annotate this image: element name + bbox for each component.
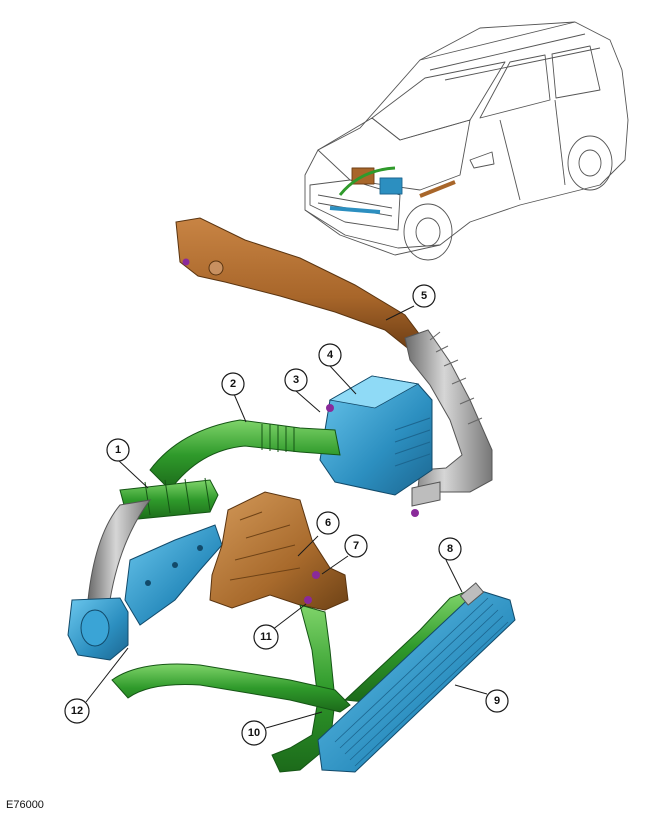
callout-11: 11 <box>253 624 279 650</box>
air-intake-hose <box>149 419 341 491</box>
callout-5: 5 <box>412 284 436 308</box>
svg-text:5: 5 <box>421 290 427 302</box>
svg-text:11: 11 <box>260 631 272 643</box>
svg-text:7: 7 <box>353 540 359 552</box>
vehicle-locator-illustration <box>304 21 629 261</box>
svg-text:1: 1 <box>115 444 121 456</box>
callout-7: 7 <box>344 534 368 558</box>
svg-text:8: 8 <box>447 543 453 555</box>
exhaust-manifold <box>124 524 223 626</box>
callout-12: 12 <box>64 698 90 724</box>
figure-reference-id: E76000 <box>6 799 44 811</box>
callout-2: 2 <box>221 372 245 396</box>
callout-6: 6 <box>316 511 340 535</box>
svg-text:2: 2 <box>230 378 236 390</box>
svg-text:12: 12 <box>71 705 83 717</box>
intercooler <box>317 582 516 773</box>
turbocharger <box>67 597 129 661</box>
air-cleaner-box <box>319 375 441 517</box>
svg-text:10: 10 <box>248 727 260 739</box>
callout-4: 4 <box>318 343 342 367</box>
svg-text:3: 3 <box>293 374 299 386</box>
callout-8: 8 <box>438 537 462 561</box>
svg-text:9: 9 <box>494 695 500 707</box>
callout-3: 3 <box>284 368 308 392</box>
callout-10: 10 <box>241 720 267 746</box>
callout-1: 1 <box>106 438 130 462</box>
callout-9: 9 <box>485 689 509 713</box>
inlet-manifold <box>209 491 349 611</box>
svg-text:4: 4 <box>327 349 334 361</box>
leader-lines <box>85 305 488 729</box>
svg-text:6: 6 <box>325 517 331 529</box>
